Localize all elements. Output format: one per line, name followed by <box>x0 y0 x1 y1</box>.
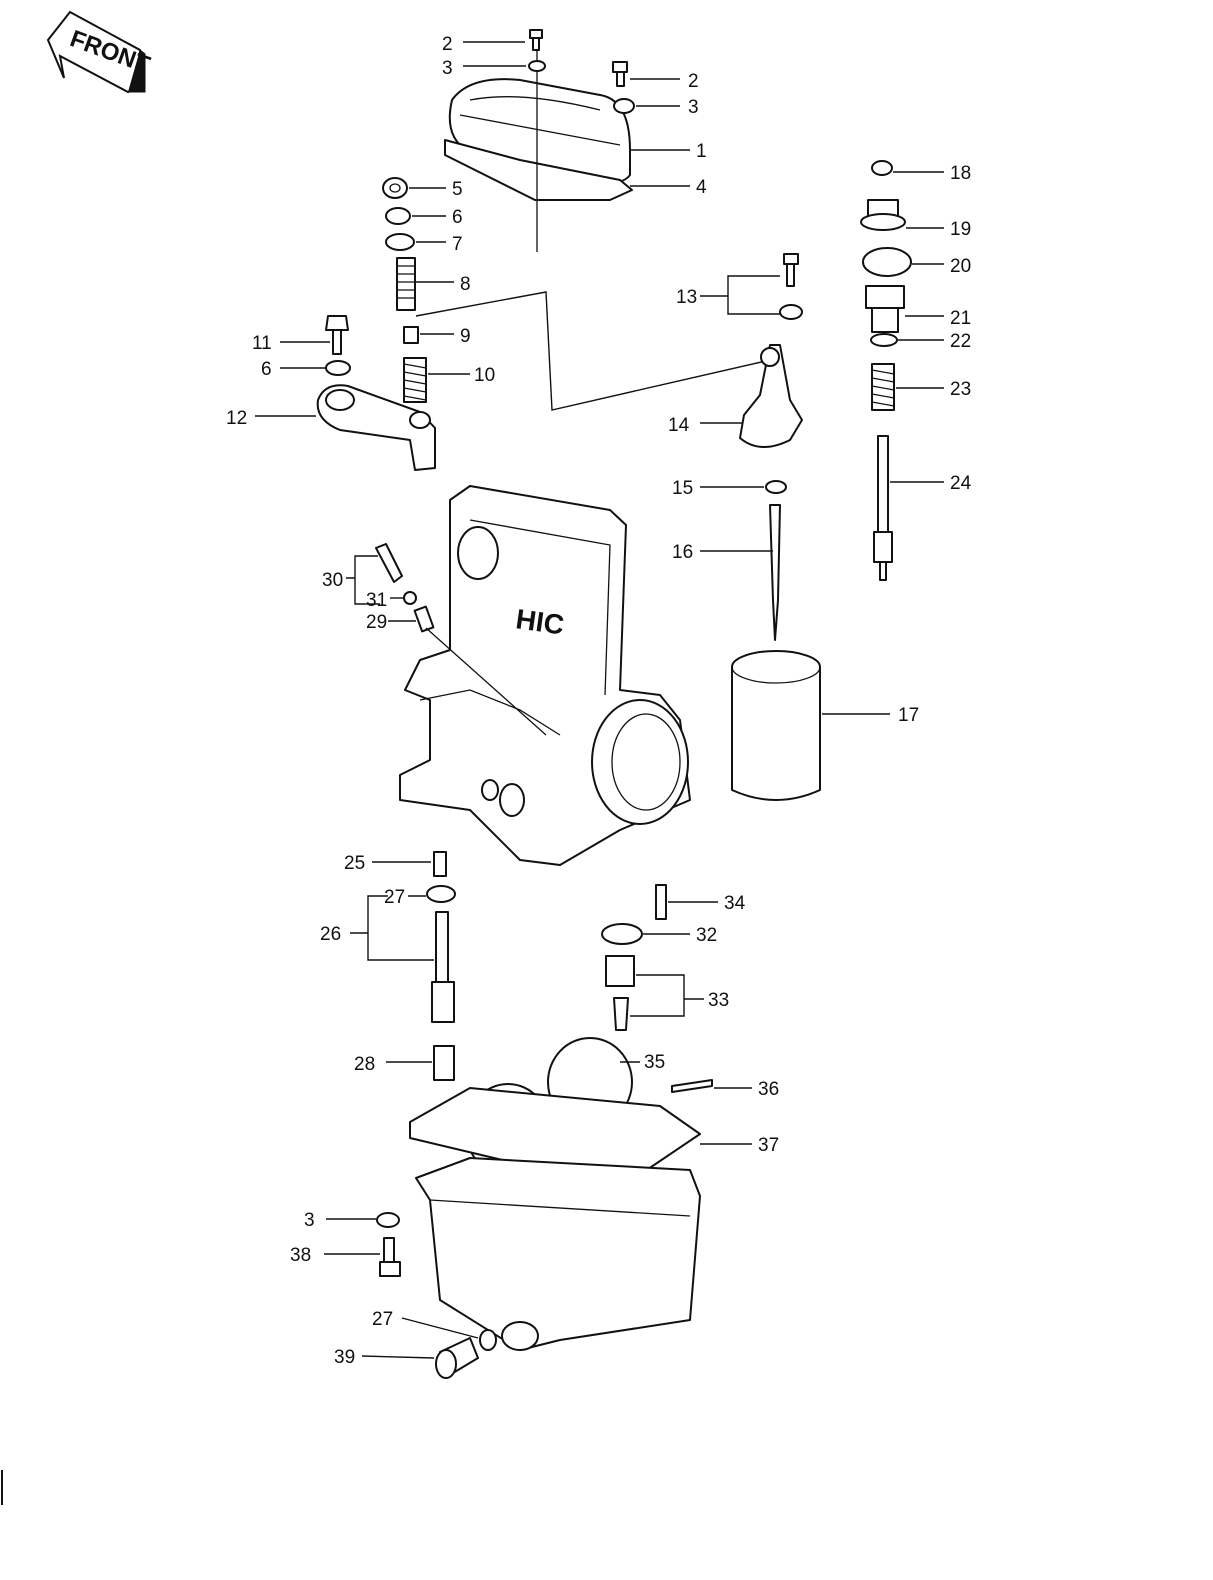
callout: 37 <box>758 1135 779 1156</box>
callout-labels: 2 3 2 3 1 4 5 6 7 8 9 10 11 6 12 13 14 1… <box>226 34 972 1368</box>
o-ring-27 <box>426 885 456 903</box>
callout: 2 <box>688 71 699 92</box>
callout: 6 <box>261 359 272 380</box>
o-ring-22 <box>870 333 898 347</box>
callout: 39 <box>334 1347 355 1368</box>
callout: 26 <box>320 924 341 945</box>
callout: 35 <box>644 1052 665 1073</box>
bracket-14 <box>739 344 803 448</box>
carburetor-body: HIC <box>399 485 691 866</box>
adjuster-8 <box>396 257 416 311</box>
screw-13 <box>783 253 799 287</box>
callout: 34 <box>724 893 746 914</box>
washer-6 <box>385 207 411 225</box>
screw-2a <box>529 29 543 51</box>
callout: 8 <box>460 274 471 295</box>
washer-7 <box>385 233 415 251</box>
callout: 6 <box>452 207 463 228</box>
pilot-jet-34 <box>655 884 667 920</box>
washer-13 <box>779 304 803 320</box>
link-line <box>415 291 771 411</box>
o-ring-27b <box>479 1329 497 1351</box>
jet-25 <box>433 851 447 877</box>
callout: 1 <box>696 141 707 162</box>
callout: 11 <box>252 333 272 354</box>
needle-jet-26 <box>431 911 455 1023</box>
callout: 12 <box>226 408 247 429</box>
callout: 19 <box>950 219 971 240</box>
nut-5 <box>382 177 408 199</box>
cap-20 <box>862 247 912 277</box>
callout: 28 <box>354 1054 375 1075</box>
bowl-gasket-37 <box>409 1087 701 1189</box>
float-bowl <box>415 1157 701 1351</box>
callout: 27 <box>372 1309 393 1330</box>
spring-31 <box>403 591 417 605</box>
callout: 13 <box>676 287 697 308</box>
jet-29 <box>413 605 435 633</box>
cap-19 <box>860 199 906 231</box>
callout: 15 <box>672 478 693 499</box>
screw-38 <box>379 1237 401 1277</box>
washer-3b <box>613 98 635 114</box>
gasket-32 <box>601 923 643 945</box>
callout: 10 <box>474 365 495 386</box>
callout: 21 <box>950 308 971 329</box>
main-jet-28 <box>433 1045 455 1081</box>
callout: 25 <box>344 853 365 874</box>
callout: 33 <box>708 990 729 1011</box>
spring-10 <box>403 357 427 403</box>
callout: 5 <box>452 179 463 200</box>
callout: 22 <box>950 331 971 352</box>
bolt-11 <box>325 315 349 355</box>
callout: 3 <box>442 58 453 79</box>
callout: 2 <box>442 34 453 55</box>
callout: 9 <box>460 326 471 347</box>
callout: 30 <box>322 570 343 591</box>
drain-screw-39 <box>435 1337 479 1379</box>
body-mark: HIC <box>514 603 566 640</box>
front-arrow-badge: FRONT <box>46 10 154 94</box>
callout: 31 <box>366 590 387 611</box>
callout: 7 <box>452 234 463 255</box>
cap-9 <box>403 326 419 344</box>
leader-lines <box>255 41 944 1359</box>
rocker-arm-12 <box>316 384 436 471</box>
callout: 17 <box>898 705 919 726</box>
starter-plunger-24 <box>873 435 893 581</box>
screw-axis-line <box>425 627 547 736</box>
callout: 20 <box>950 256 971 277</box>
callout: 16 <box>672 542 693 563</box>
jet-needle-16 <box>769 504 781 641</box>
callout: 23 <box>950 379 971 400</box>
throttle-slide-17 <box>731 650 821 801</box>
callout: 27 <box>384 887 405 908</box>
callout: 3 <box>688 97 699 118</box>
callout: 32 <box>696 925 717 946</box>
callout: 4 <box>696 177 707 198</box>
callout: 18 <box>950 163 971 184</box>
screw-2b <box>612 61 628 87</box>
plunger-body-21 <box>865 285 905 333</box>
float-pin-36 <box>671 1079 713 1093</box>
float-valve-seat-33 <box>605 955 635 1031</box>
clip-15 <box>765 480 787 494</box>
pilot-screw-30 <box>375 543 403 583</box>
nut-18 <box>871 160 893 176</box>
callout: 36 <box>758 1079 779 1100</box>
washer-6b <box>325 360 351 376</box>
spring-23 <box>871 363 895 411</box>
callout: 38 <box>290 1245 311 1266</box>
callout: 24 <box>950 473 972 494</box>
washer-3c <box>376 1212 400 1228</box>
callout: 14 <box>668 415 690 436</box>
callout: 3 <box>304 1210 315 1231</box>
washer-3a <box>528 60 546 72</box>
callout: 29 <box>366 612 387 633</box>
